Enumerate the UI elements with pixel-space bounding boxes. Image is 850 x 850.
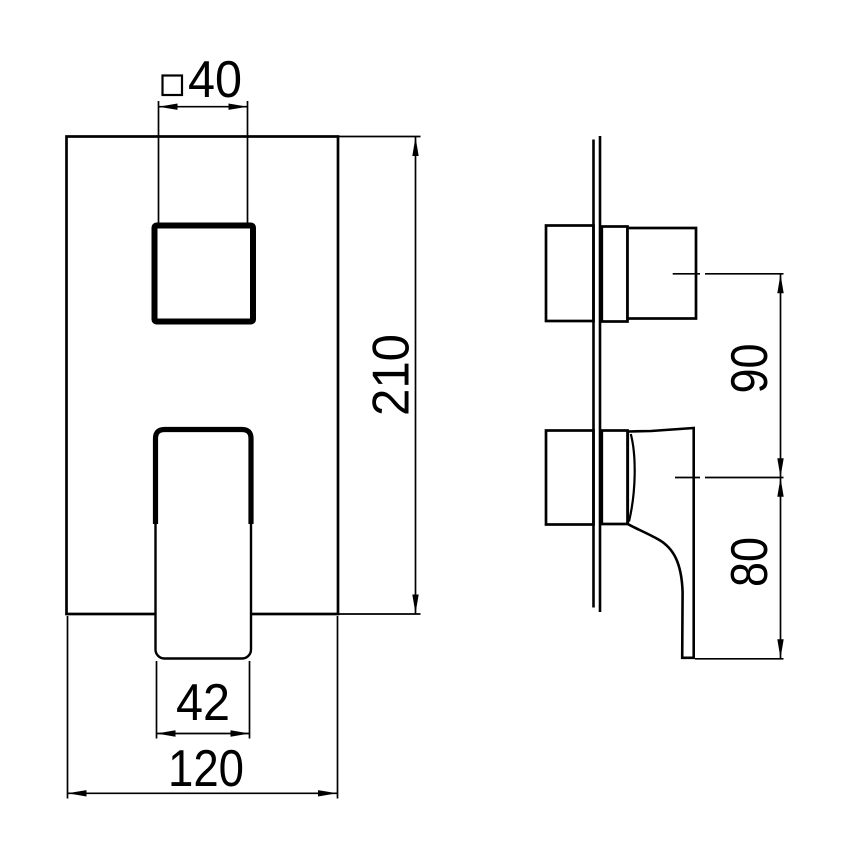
dimension-body-height: 210 (338, 135, 421, 615)
arrowhead-left-icon (156, 730, 176, 737)
dimension-handle-drop: 80 (695, 477, 784, 660)
front-handle-upper-edge (152, 426, 254, 524)
arrowhead-left-icon (158, 103, 178, 110)
side-button-neck (600, 225, 629, 323)
side-handle-neck (600, 429, 629, 526)
arrowhead-right-icon (228, 103, 248, 110)
side-view (544, 136, 698, 660)
dimension-value-90: 90 (721, 344, 779, 394)
dimension-value-120: 120 (168, 740, 244, 798)
dimension-button-size: 40 (158, 51, 248, 110)
side-lever-handle (626, 426, 695, 660)
side-lever-face-curve (627, 433, 636, 522)
dimension-value-210: 210 (363, 334, 421, 416)
arrowhead-up-icon (777, 274, 784, 294)
arrowhead-right-icon (230, 730, 250, 737)
arrowhead-left-icon (67, 790, 87, 797)
side-upper-valve-body (544, 224, 595, 323)
dimension-value-40: 40 (188, 51, 242, 109)
front-view (65, 101, 340, 660)
dimension-body-width: 120 (66, 616, 339, 799)
arrowhead-up-icon (777, 477, 784, 497)
arrowhead-down-icon (412, 594, 419, 614)
arrowhead-down-icon (777, 639, 784, 659)
dimension-center-spacing: 90 (672, 272, 784, 659)
arrowhead-right-icon (318, 790, 337, 797)
front-square-button (151, 222, 256, 325)
arrowhead-down-icon (777, 458, 784, 478)
dimension-value-42: 42 (176, 674, 230, 732)
dimension-handle-width: 42 (155, 661, 251, 739)
square-symbol-icon (161, 74, 184, 97)
arrowhead-up-icon (412, 137, 419, 156)
dimension-value-80: 80 (721, 537, 779, 587)
side-lower-valve-body (544, 429, 595, 526)
front-handle (154, 428, 253, 660)
